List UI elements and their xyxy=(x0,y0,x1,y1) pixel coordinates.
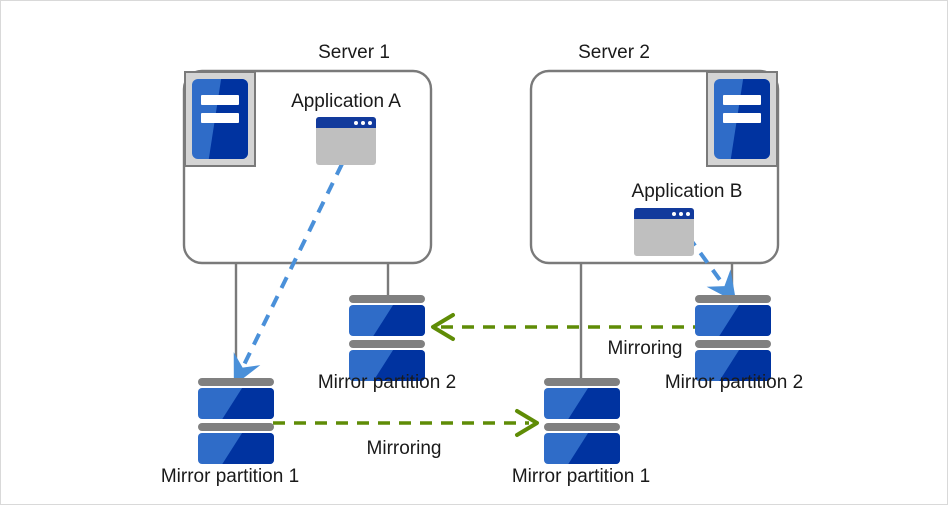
disk-shade xyxy=(568,433,620,464)
server-tower-graphic xyxy=(714,79,770,159)
disk-shade xyxy=(373,305,425,336)
mirroring-arrow-partition-2 xyxy=(431,313,698,341)
disk-body xyxy=(544,433,620,464)
access-arrow-application-a xyxy=(233,163,344,386)
disk-icon-server1-mirror-partition-1 xyxy=(198,378,274,464)
disk-shade xyxy=(222,433,274,464)
server-2-tower-icon xyxy=(706,71,778,167)
tower-slot-bar xyxy=(722,112,762,123)
disk-plate xyxy=(349,295,425,303)
mirroring-arrow-partition-1 xyxy=(273,409,539,437)
server-tower-graphic xyxy=(192,79,248,159)
disk-body xyxy=(349,305,425,336)
window-dot-icon xyxy=(361,120,365,125)
disk-icon-server2-mirror-partition-2 xyxy=(695,295,771,381)
disk-plate xyxy=(695,340,771,348)
window-titlebar xyxy=(316,117,376,128)
disk-body xyxy=(198,433,274,464)
label-server2-mirror-partition-1: Mirror partition 1 xyxy=(511,466,651,487)
disk-plate xyxy=(544,423,620,431)
disk-plate xyxy=(349,340,425,348)
label-server1-mirror-partition-2: Mirror partition 2 xyxy=(317,372,457,393)
tower-slot-bar xyxy=(722,95,762,106)
mirroring-label-partition-1: Mirroring xyxy=(366,438,442,459)
application-a-window-icon xyxy=(316,117,376,165)
window-titlebar xyxy=(634,208,694,219)
disk-plate xyxy=(544,378,620,386)
disk-shade xyxy=(719,305,771,336)
window-dot-icon xyxy=(368,120,372,125)
mirroring-label-partition-2: Mirroring xyxy=(607,338,683,359)
server-1-title: Server 1 xyxy=(318,42,390,63)
disk-body xyxy=(695,305,771,336)
window-dot-icon xyxy=(354,120,358,125)
disk-body xyxy=(198,388,274,419)
tower-slot-bar xyxy=(200,112,240,123)
label-server2-mirror-partition-2: Mirror partition 2 xyxy=(664,372,804,393)
window-dot-icon xyxy=(672,211,676,216)
disk-body xyxy=(544,388,620,419)
disk-plate xyxy=(198,423,274,431)
application-b-label: Application B xyxy=(631,181,743,202)
disk-plate xyxy=(198,378,274,386)
disk-body xyxy=(349,350,425,381)
disk-plate xyxy=(695,295,771,303)
disk-shade xyxy=(222,388,274,419)
window-dot-icon xyxy=(686,211,690,216)
window-dot-icon xyxy=(679,211,683,216)
server-1-tower-icon xyxy=(184,71,256,167)
tower-slot-bar xyxy=(200,95,240,106)
disk-icon-server1-mirror-partition-2 xyxy=(349,295,425,381)
access-arrow-application-b xyxy=(686,234,737,303)
disk-body xyxy=(695,350,771,381)
label-server1-mirror-partition-1: Mirror partition 1 xyxy=(160,466,300,487)
disk-icon-server2-mirror-partition-1 xyxy=(544,378,620,464)
server-2-title: Server 2 xyxy=(578,42,650,63)
disk-shade xyxy=(568,388,620,419)
application-a-label: Application A xyxy=(291,91,401,112)
application-b-window-icon xyxy=(634,208,694,256)
